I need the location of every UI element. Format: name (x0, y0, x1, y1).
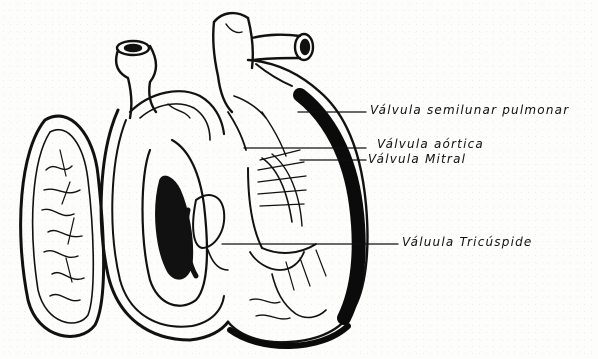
great-vessels (116, 13, 313, 118)
label-valvula-aortica: Válvula aórtica (377, 137, 484, 151)
label-valvula-tricuspide: Váluula Tricúspide (402, 235, 533, 249)
label-valvula-mitral: Válvula Mitral (368, 152, 466, 166)
valve-region (228, 96, 326, 319)
label-valvula-semilunar-pulmonar: Válvula semilunar pulmonar (370, 103, 569, 117)
right-ventricle-section (21, 116, 104, 336)
heart-body (101, 60, 367, 346)
